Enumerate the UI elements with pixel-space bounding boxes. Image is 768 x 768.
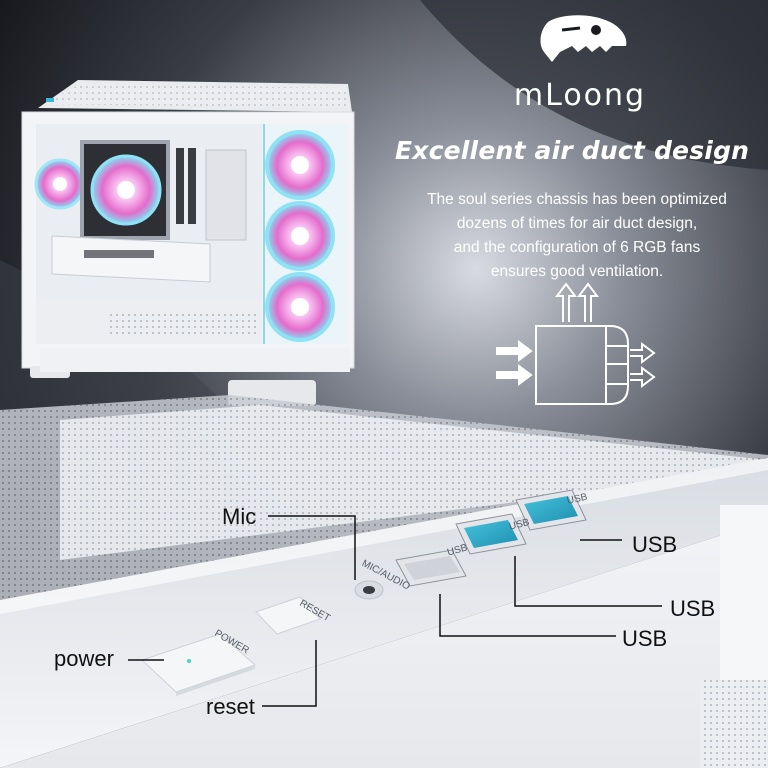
description-line: The soul series chassis has been optimiz… [427, 191, 727, 208]
brand-logo-text: mLoong [513, 78, 647, 113]
description-line: dozens of times for air duct design, [456, 215, 698, 232]
pc-case [21, 80, 355, 406]
callout-usb-bottom: USB [622, 626, 668, 651]
description-line: and the configuration of 6 RGB fans [453, 239, 701, 256]
callout-reset: reset [206, 694, 255, 719]
callout-mic: Mic [222, 504, 257, 529]
callout-power: power [54, 646, 114, 671]
dragon-skull-icon [540, 15, 627, 62]
feature-headline: Excellent air duct design [395, 136, 750, 165]
feature-description: The soul series chassis has been optimiz… [396, 188, 758, 284]
callout-usb-middle: USB [670, 596, 716, 621]
airflow-diagram-icon [496, 282, 656, 405]
front-io-panel [0, 395, 768, 768]
callout-lines [128, 515, 662, 707]
description-line: ensures good ventilation. [490, 263, 664, 280]
callout-usb-top: USB [632, 532, 678, 557]
